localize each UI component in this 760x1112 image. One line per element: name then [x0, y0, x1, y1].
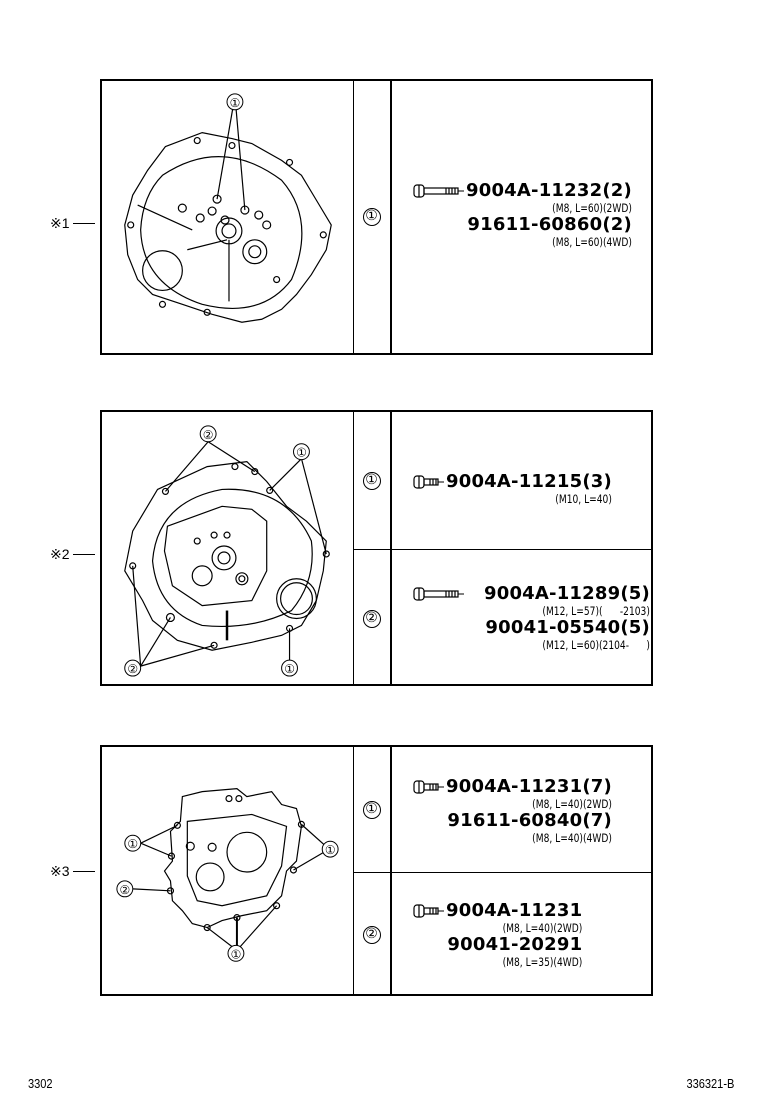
group-1-parts: 9004A-11232(2) (M8, L=60)(2WD) 91611-608… [392, 81, 651, 353]
group-2-table: ② ① ② ① ① ② 9004A-11215(3) [100, 410, 653, 686]
transmission-case-diagram-1: ① [124, 93, 332, 323]
part-number: 9004A-11232(2) [466, 180, 632, 201]
part-number: 9004A-11215(3) [446, 471, 612, 492]
part-row: 9004A-11231 (M8, L=40)(2WD) 90041-20291 … [392, 872, 651, 997]
bolt-icon [413, 904, 444, 918]
part-spec: (M8, L=35)(4WD) [502, 955, 583, 969]
group-1-label: ※1 [50, 215, 95, 232]
part-row: 9004A-11231(7) (M8, L=40)(2WD) 91611-608… [392, 747, 651, 872]
part-spec: (M8, L=40)(2WD) [502, 921, 583, 935]
group-3-figure: ① ② ① ① [102, 747, 354, 994]
svg-text:①: ① [284, 662, 295, 676]
footer-page-code: 3302 [28, 1076, 53, 1091]
part-number: 90041-05540(5) [485, 617, 650, 638]
group-2-label-text: ※2 [50, 546, 70, 562]
group-1-figure: ① [102, 81, 354, 353]
svg-text:②: ② [127, 662, 138, 676]
bolt-icon [413, 184, 464, 198]
group-3-label: ※3 [50, 863, 95, 880]
ref-callout-2: ② [362, 609, 381, 628]
ref-callout-1: ① [362, 800, 381, 819]
part-spec: (M8, L=60)(2WD) [552, 201, 632, 215]
part-number: 91611-60840(7) [447, 810, 612, 831]
part-spec: (M8, L=40)(2WD) [532, 797, 612, 811]
ref-callout-1: ① [362, 471, 381, 490]
part-row: 9004A-11289(5) (M12, L=57)( -2103) 90041… [392, 549, 651, 687]
ref-callout-1: ① [362, 208, 381, 226]
ref-callout-2: ② [362, 926, 381, 944]
bolt-icon [413, 780, 444, 794]
group-3-parts: 9004A-11231(7) (M8, L=40)(2WD) 91611-608… [392, 747, 651, 994]
svg-text:②: ② [119, 883, 130, 897]
bolt-icon [413, 475, 444, 489]
group-2-figure: ② ① ② ① [102, 412, 354, 684]
part-spec: (M8, L=40)(4WD) [532, 831, 612, 845]
group-1-ref-column: ① [353, 81, 392, 353]
part-number: 91611-60860(2) [467, 214, 632, 235]
group-3-ref-column: ① ② [353, 747, 392, 994]
transmission-case-diagram-2: ② ① ② ① [124, 425, 330, 677]
bolt-icon [413, 587, 464, 601]
svg-text:①: ① [231, 947, 242, 961]
svg-text:①: ① [296, 446, 307, 460]
part-number: 9004A-11289(5) [484, 583, 650, 604]
part-spec: (M10, L=40) [555, 492, 612, 506]
part-number: 9004A-11231(7) [446, 776, 612, 797]
svg-text:①: ① [325, 843, 336, 857]
group-3-label-text: ※3 [50, 863, 70, 879]
part-number: 90041-20291 [447, 934, 583, 955]
svg-text:②: ② [203, 428, 214, 442]
group-1-label-text: ※1 [50, 215, 70, 231]
part-row: 9004A-11232(2) (M8, L=60)(2WD) 91611-608… [392, 81, 651, 353]
group-3-table: ① ② ① ① ① ② 9004A-11231(7) [100, 745, 653, 996]
group-1-table: ① ① 9004A-11232(2) (M8, L=60)(2WD) 91611… [100, 79, 653, 355]
part-spec: (M12, L=60)(2104- ) [542, 638, 650, 652]
group-2-ref-column: ① ② [353, 412, 392, 684]
svg-text:①: ① [230, 96, 241, 110]
group-2-label: ※2 [50, 546, 95, 563]
part-spec: (M12, L=57)( -2103) [542, 604, 650, 618]
part-number: 9004A-11231 [446, 900, 583, 921]
transmission-case-diagram-3: ① ② ① ① [116, 788, 339, 962]
group-2-parts: 9004A-11215(3) (M10, L=40) 9004A-11289(5… [392, 412, 651, 684]
svg-text:①: ① [127, 837, 138, 851]
footer-illustration-id: 336321-B [686, 1076, 734, 1091]
part-spec: (M8, L=60)(4WD) [552, 235, 632, 249]
part-row: 9004A-11215(3) (M10, L=40) [392, 412, 651, 549]
